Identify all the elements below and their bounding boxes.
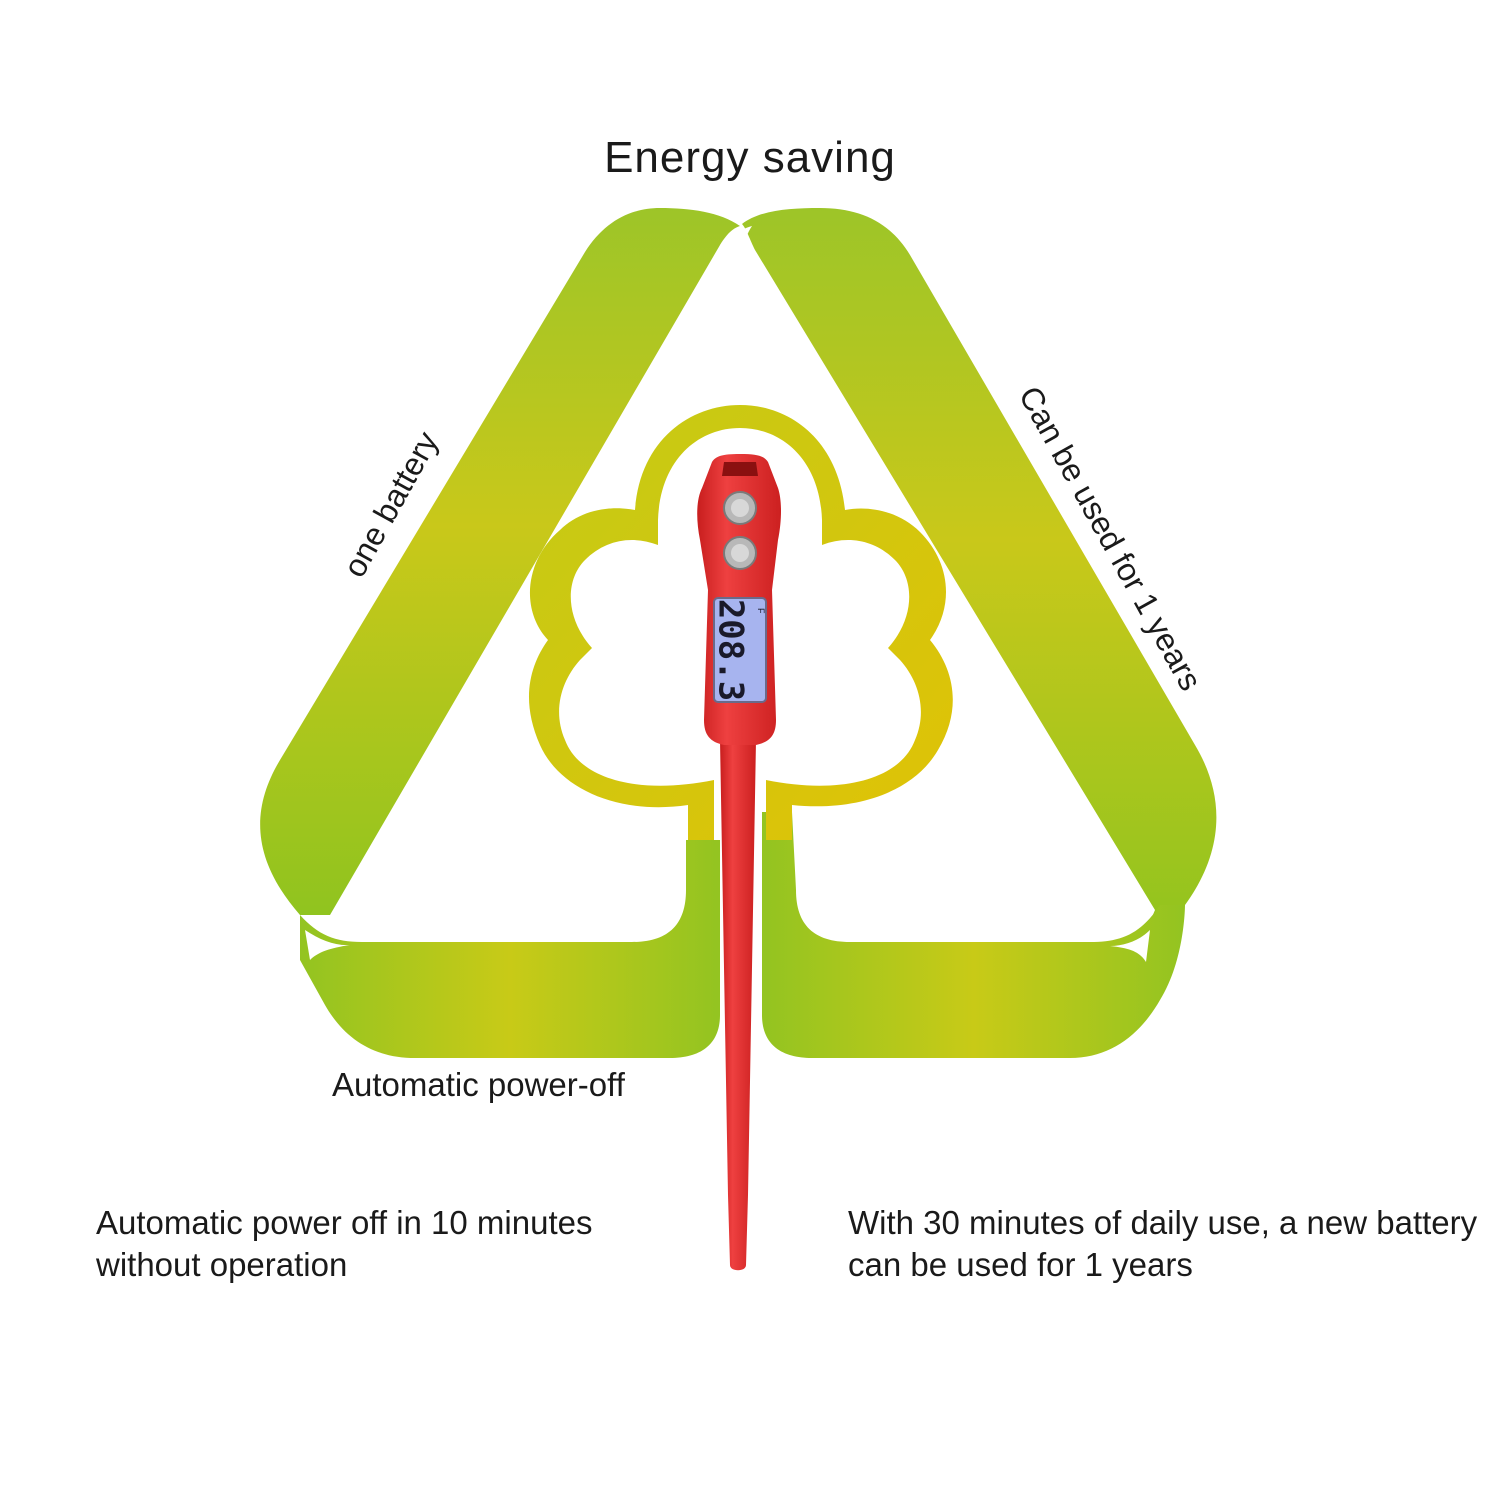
hang-hole: [722, 462, 758, 476]
description-right: With 30 minutes of daily use, a new batt…: [848, 1204, 1478, 1283]
recycle-triangle: [260, 208, 1217, 1058]
ribbon-right-arm: [742, 208, 1217, 945]
ribbon-bottom-right: [762, 812, 1185, 1058]
ribbon-bottom-left: [300, 840, 720, 1058]
side-label-bottom: Automatic power-off: [332, 1066, 625, 1103]
description-left: Automatic power off in 10 minutes withou…: [96, 1204, 593, 1283]
thermometer-probe: [720, 740, 756, 1271]
lcd-screen: [713, 597, 767, 703]
lcd-unit: F: [756, 608, 766, 614]
page-title: Energy saving: [604, 133, 896, 182]
tree-outline: [528, 405, 953, 840]
thermometer: 208.3 F: [697, 454, 781, 1271]
lcd-value: 208.3: [711, 599, 751, 701]
ribbon-left-arm: [260, 208, 740, 915]
